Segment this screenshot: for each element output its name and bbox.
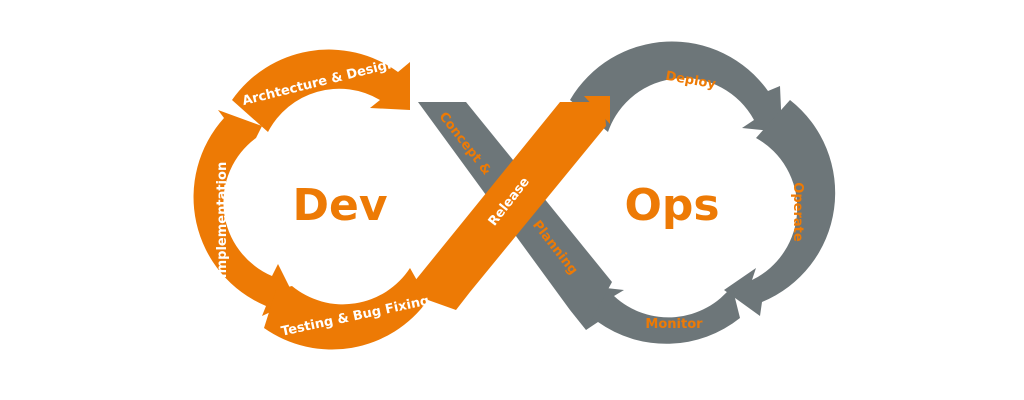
architecture-design-segment: [232, 49, 410, 133]
monitor-segment: [586, 286, 740, 344]
monitor-label: Monitor: [645, 317, 703, 332]
testing-bug-fixing-segment: [264, 268, 428, 350]
release-band: [414, 102, 606, 310]
ops-title: Ops: [624, 180, 719, 231]
dev-title: Dev: [292, 180, 387, 231]
operate-segment: [724, 100, 836, 316]
operate-label: Operate: [790, 182, 805, 242]
implementation-label: Implementation: [215, 162, 230, 278]
implementation-segment: [193, 110, 296, 316]
dev-loop: [193, 49, 610, 350]
release-arrow-head: [584, 96, 610, 124]
deploy-segment: [570, 41, 782, 132]
